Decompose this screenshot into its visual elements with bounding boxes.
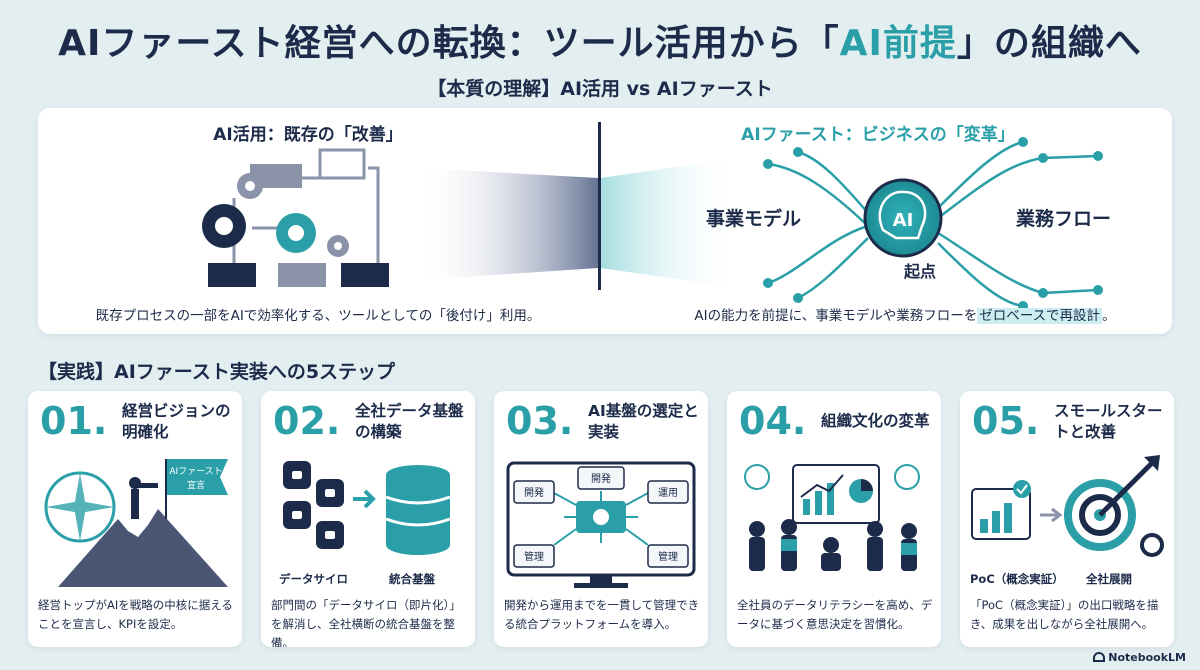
right-description: AIの能力を前提に、事業モデルや業務フローをゼロベースで再設計。 bbox=[694, 308, 1116, 324]
svg-text:管理: 管理 bbox=[524, 550, 544, 563]
process-gears-icon bbox=[202, 148, 389, 287]
svg-text:AIファースト: AIファースト bbox=[169, 467, 222, 477]
title-highlight: AI前提 bbox=[839, 23, 957, 64]
ai-network-icon bbox=[767, 140, 1099, 308]
step-number: 04. bbox=[739, 399, 807, 443]
label-business-model: 事業モデル bbox=[706, 208, 802, 230]
target-icon bbox=[1064, 479, 1136, 551]
step-number: 02. bbox=[273, 399, 341, 443]
step-card-4: 04. 組織文化の変革 全社員のデータリテラシーを高め、データに基づく意思決定を… bbox=[727, 391, 941, 647]
step-card-5: 05. スモールスタートと改善 PoC（概念実証） 全社展開 「PoC（概念実証… bbox=[960, 391, 1174, 647]
step-number: 05. bbox=[972, 399, 1040, 443]
step-description: 部門間の「データサイロ（即片化）」を解消し、全社横断の統合基盤を整備。 bbox=[271, 598, 461, 647]
step-card-2: 02. 全社データ基盤の構築 データサイロ 統合基盤 部門間の「データサイロ（即… bbox=[261, 391, 475, 647]
svg-text:開発: 開発 bbox=[591, 472, 611, 485]
step-title: AI基盤の選定と実装 bbox=[588, 402, 699, 441]
label-origin: 起点 bbox=[904, 262, 937, 281]
svg-text:宣言: 宣言 bbox=[187, 479, 205, 491]
notebooklm-icon bbox=[1093, 652, 1106, 662]
step-description: 経営トップがAIを戦略の中核に据えることを宣言し、KPIを設定。 bbox=[38, 598, 233, 631]
step-title: 全社データ基盤の構築 bbox=[355, 402, 464, 441]
page-subtitle: 【本質の理解】AI活用 vs AIファースト bbox=[427, 78, 773, 100]
page-title: AIファースト経営への転換：ツール活用から「AI前提」の組織へ bbox=[58, 23, 1142, 64]
footer-brand: NotebookLM bbox=[1093, 651, 1186, 664]
label-data-silo: データサイロ bbox=[279, 572, 348, 586]
network-nodes bbox=[763, 137, 1103, 311]
label-unified-base: 統合基盤 bbox=[389, 572, 435, 586]
gear-icon bbox=[1140, 533, 1164, 557]
ai-brain-icon bbox=[878, 190, 927, 240]
label-business-flow: 業務フロー bbox=[1016, 208, 1112, 230]
description-highlight: ゼロベースで再設計 bbox=[977, 308, 1103, 324]
step-title: 組織文化の変革 bbox=[821, 412, 930, 430]
left-funnel-shape bbox=[418, 168, 598, 280]
check-icon bbox=[1013, 480, 1031, 498]
vision-mountain-icon: AIファースト 宣言 bbox=[44, 459, 228, 587]
comparison-panel: AI AI活用：既存の「改善」 AIファースト：ビジネスの「変革」 事業モデル … bbox=[38, 108, 1172, 334]
svg-text:管理: 管理 bbox=[658, 550, 678, 563]
left-description: 既存プロセスの一部をAIで効率化する、ツールとしての「後付け」利用。 bbox=[95, 308, 541, 324]
step-number: 01. bbox=[40, 399, 108, 443]
step-card-3: 03. AI基盤の選定と実装 開発 開発 運用 管理 管理 開発から運用までを一… bbox=[494, 391, 708, 647]
right-heading: AIファースト：ビジネスの「変革」 bbox=[741, 125, 1015, 145]
poc-to-rollout-icon bbox=[971, 455, 1164, 557]
svg-text:運用: 運用 bbox=[658, 487, 678, 499]
step-description: 開発から運用までを一貫して管理できる統合プラットフォームを導入。 bbox=[504, 598, 700, 631]
brain-icon bbox=[744, 464, 920, 490]
ai-hub-text: AI bbox=[893, 210, 914, 231]
step-description: 「PoC（概念実証）」の出口戦略を描き、成果を出しながら全社展開へ。 bbox=[970, 598, 1159, 631]
unified-database-icon bbox=[385, 465, 451, 555]
data-silo-icon bbox=[283, 461, 451, 555]
team-dashboard-icon bbox=[744, 464, 920, 571]
comparison-divider bbox=[598, 122, 601, 290]
steps-section-title: 【実践】AIファースト実装への5ステップ bbox=[38, 361, 396, 383]
left-heading: AI活用：既存の「改善」 bbox=[213, 125, 403, 145]
ai-platform-monitor-icon: 開発 開発 運用 管理 管理 bbox=[506, 461, 696, 588]
step-description: 全社員のデータリテラシーを高め、データに基づく意思決定を習慣化。 bbox=[737, 598, 933, 631]
step-title: スモールスタートと改善 bbox=[1054, 402, 1163, 441]
right-funnel-shape bbox=[601, 158, 738, 288]
step-title: 経営ビジョンの明確化 bbox=[122, 402, 231, 441]
step-number: 03. bbox=[506, 399, 574, 443]
ai-hub-circle bbox=[863, 178, 943, 258]
comparison-illustration: AI bbox=[202, 137, 1103, 311]
label-rollout: 全社展開 bbox=[1086, 572, 1132, 586]
svg-text:開発: 開発 bbox=[524, 486, 544, 499]
flag-icon bbox=[167, 459, 228, 495]
step-card-1: 01. 経営ビジョンの明確化 AIファースト 宣言 経営トップがAIを戦略の中核… bbox=[28, 391, 242, 647]
label-poc: PoC（概念実証） bbox=[970, 572, 1064, 586]
